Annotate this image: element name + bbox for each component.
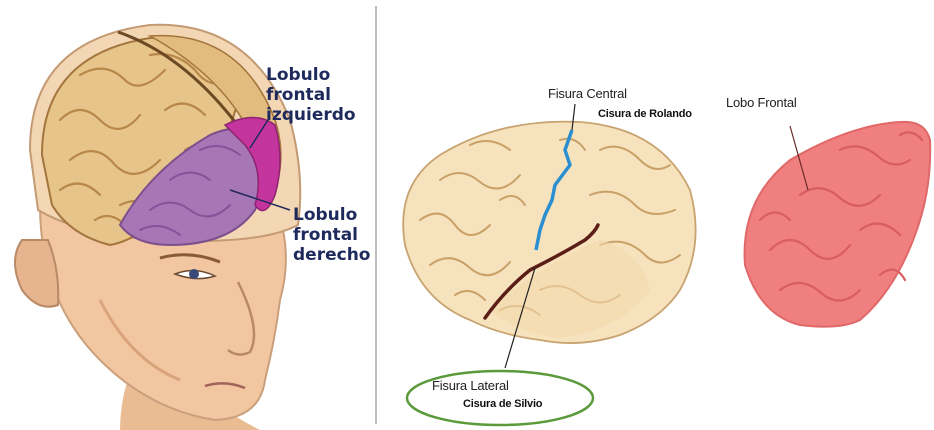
label-lateral-fissure: Fisura Lateral [432, 378, 509, 393]
label-silvio: Cisura de Silvio [463, 398, 542, 410]
frontal-lobe-illustration [745, 122, 931, 327]
label-right-line-3: derecho [293, 245, 370, 265]
label-left-line-2: frontal [266, 85, 356, 105]
label-rolando: Cisura de Rolando [598, 108, 692, 120]
label-right-line-1: Lobulo [293, 205, 370, 225]
label-right-frontal-lobe: Lobulo frontal derecho [293, 205, 370, 265]
label-central-fissure: Fisura Central [548, 86, 627, 101]
label-right-line-2: frontal [293, 225, 370, 245]
head-illustration [15, 25, 300, 430]
label-frontal-lobe: Lobo Frontal [726, 95, 797, 110]
label-left-line-1: Lobulo [266, 65, 356, 85]
lateral-brain-illustration [403, 104, 695, 425]
label-left-line-3: izquierdo [266, 105, 356, 125]
label-left-frontal-lobe: Lobulo frontal izquierdo [266, 65, 356, 125]
